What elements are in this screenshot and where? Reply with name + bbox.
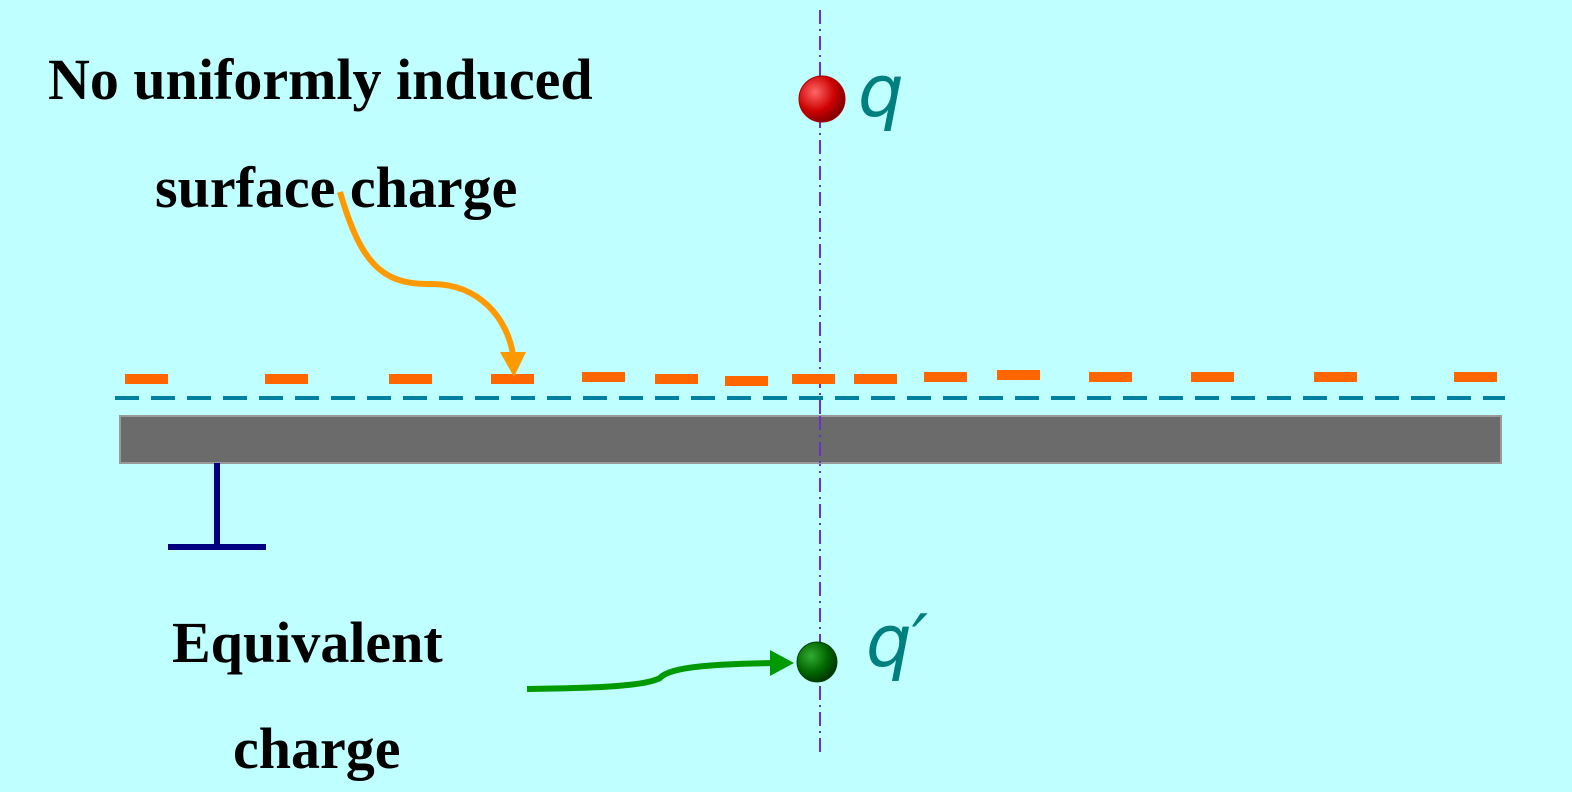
equivalent-charge-arrow <box>526 650 794 692</box>
ground-symbol <box>168 463 266 550</box>
equivalent-charge-label-line2: charge <box>233 716 401 781</box>
induced-charge-mark <box>1314 372 1357 382</box>
induced-charge-mark <box>792 374 835 384</box>
induced-charge-mark <box>125 374 168 384</box>
induced-charge-mark <box>1454 372 1497 382</box>
charge-q-symbol: q <box>858 49 904 133</box>
equivalent-charge-label-line1: Equivalent <box>172 610 443 675</box>
induced-charge-marks <box>125 370 1497 386</box>
induced-charge-mark <box>997 370 1040 380</box>
conducting-plate <box>119 415 1502 464</box>
charge-q-prime-dot <box>796 641 838 683</box>
induced-charge-mark <box>582 372 625 382</box>
induced-charge-mark <box>491 374 534 384</box>
induced-charge-mark <box>924 372 967 382</box>
induced-charge-label-line2: surface charge <box>155 155 518 220</box>
induced-charge-mark <box>389 374 432 384</box>
induced-charge-mark <box>1191 372 1234 382</box>
charge-q-prime-symbol: q′ <box>866 599 929 683</box>
induced-charge-arrow <box>337 191 526 377</box>
induced-charge-mark <box>725 376 768 386</box>
induced-charge-mark <box>854 374 897 384</box>
induced-charge-mark <box>265 374 308 384</box>
induced-charge-mark <box>1089 372 1132 382</box>
charge-q-dot <box>798 75 846 123</box>
induced-charge-label-line1: No uniformly induced <box>48 47 593 112</box>
induced-charge-mark <box>655 374 698 384</box>
